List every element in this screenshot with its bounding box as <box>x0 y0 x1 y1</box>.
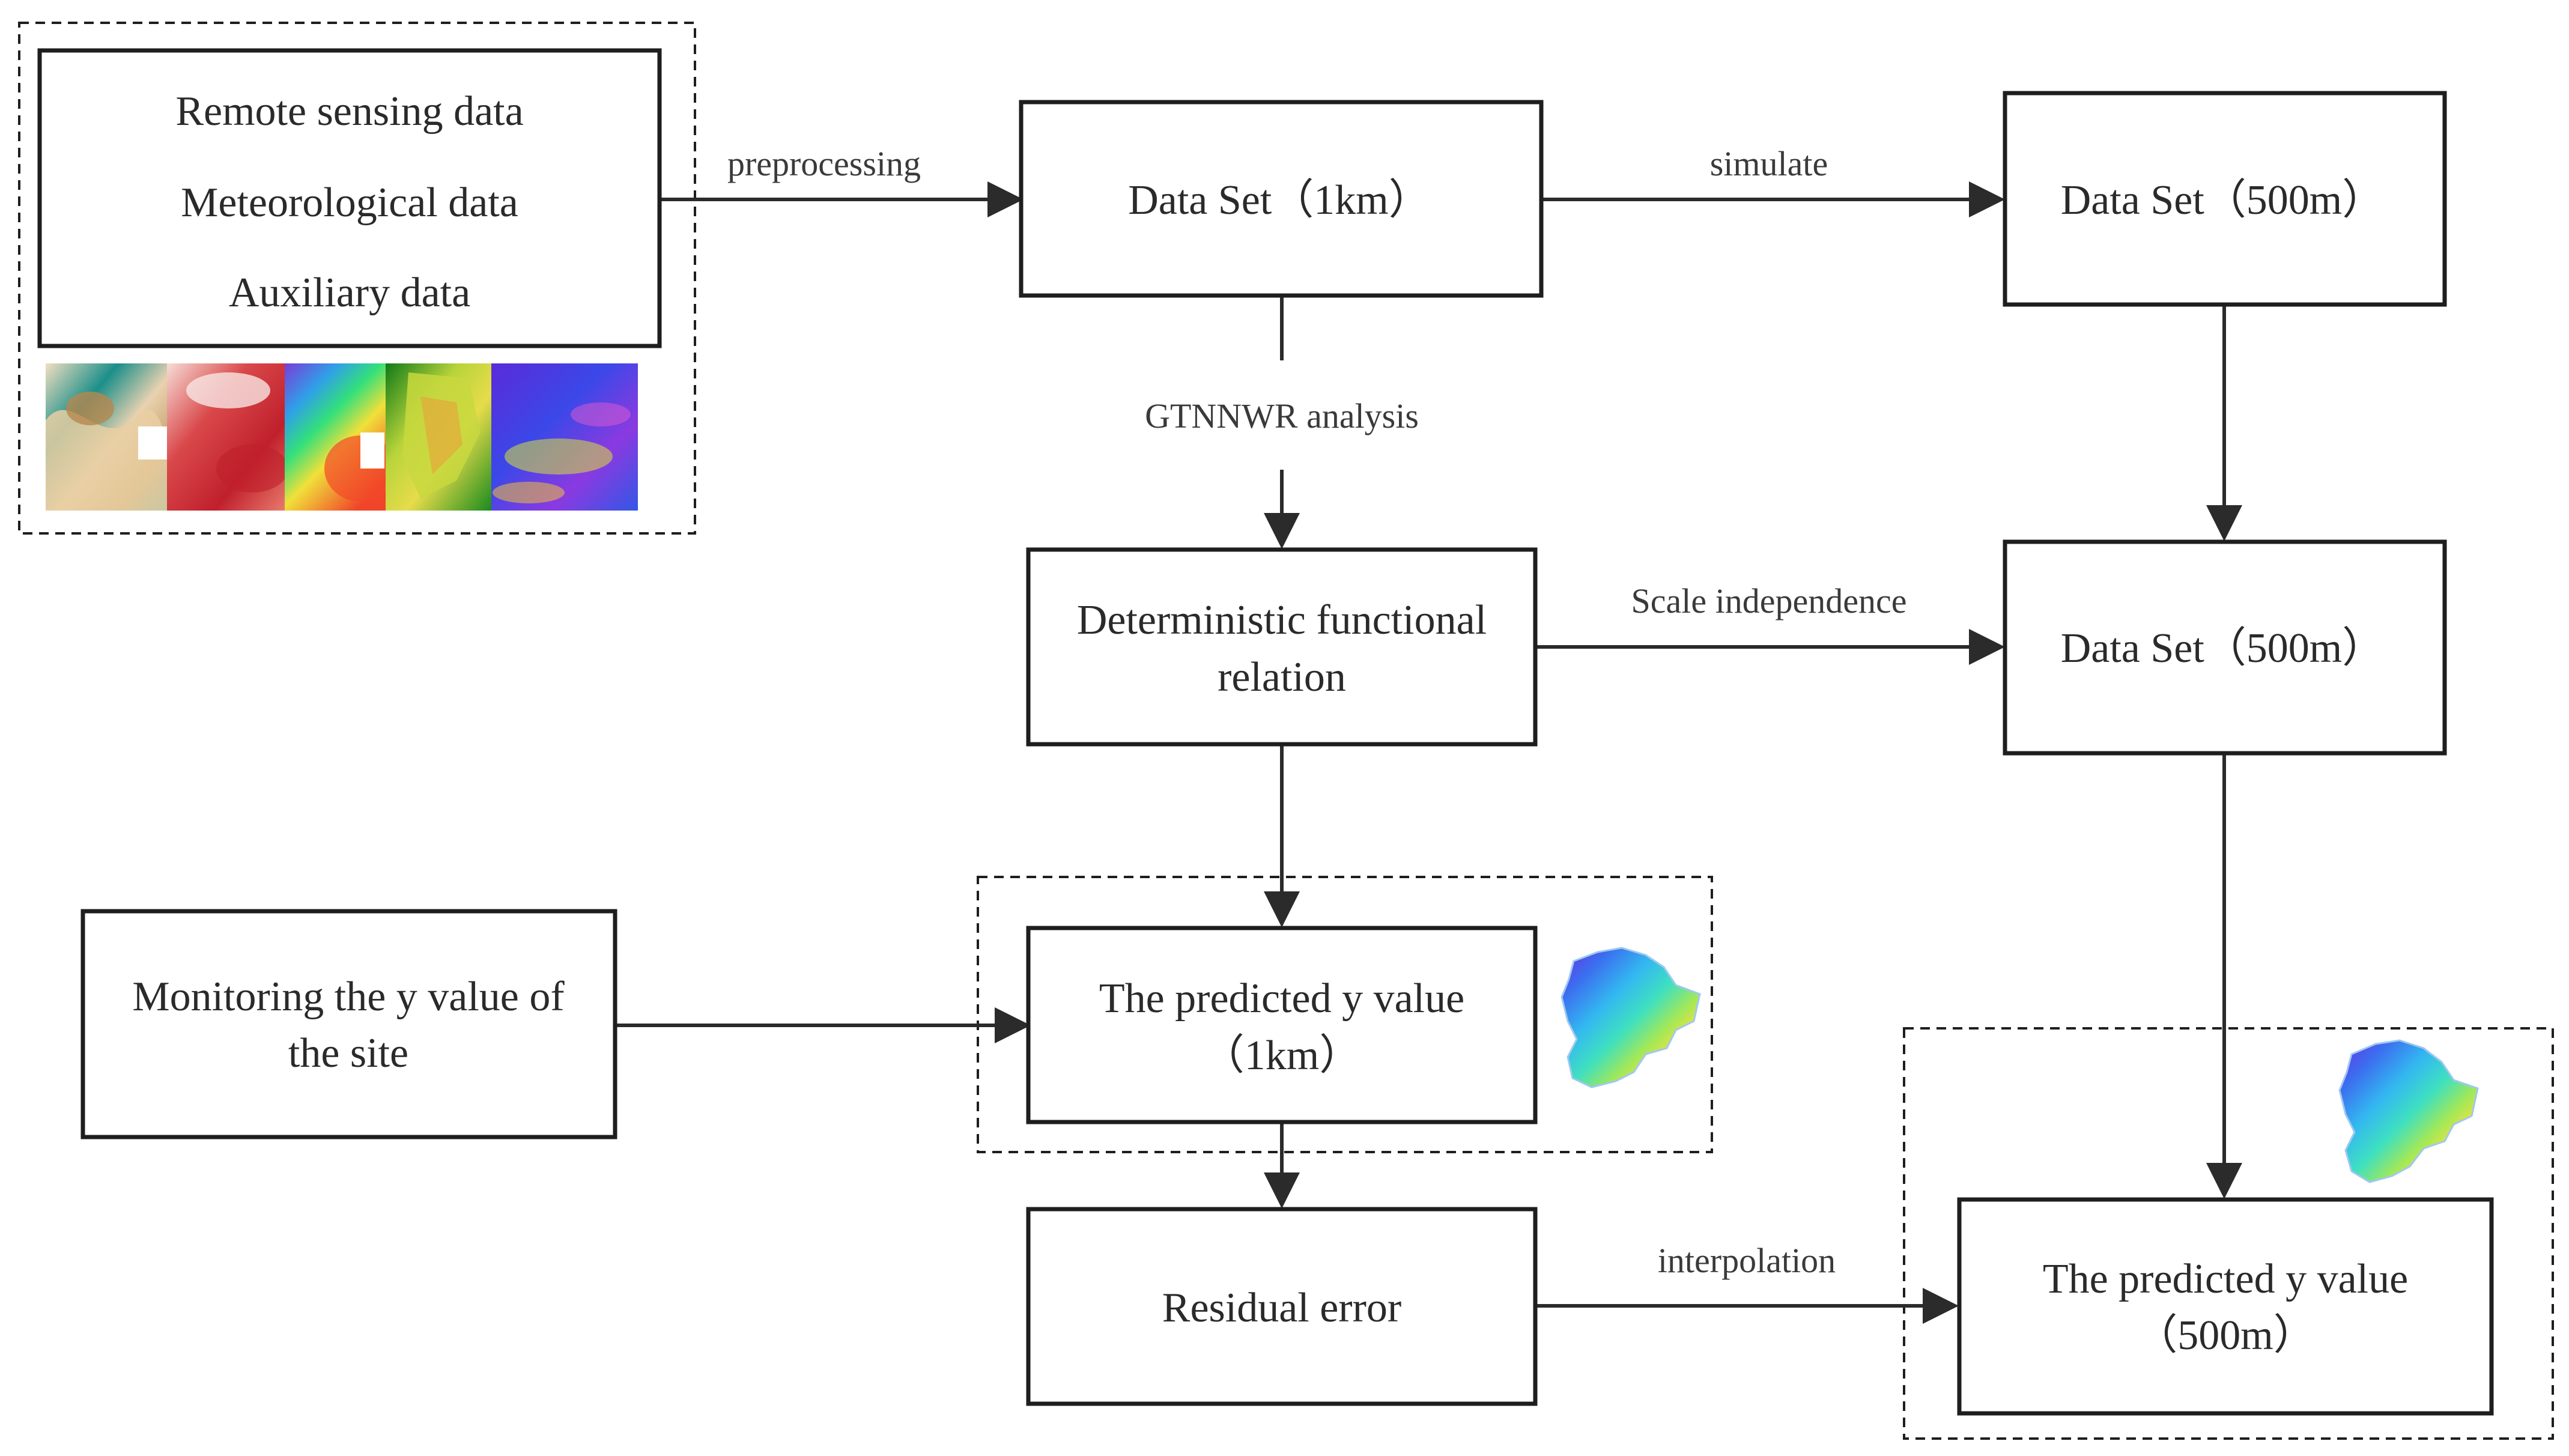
inputs-line-auxiliary: Auxiliary data <box>229 270 470 316</box>
dataset-500m-scale-label: Data Set（500m） <box>2061 625 2385 672</box>
monitoring-line-2: the site <box>288 1030 408 1076</box>
inputs-group-frame <box>18 22 696 535</box>
temperature-thumbnail <box>167 363 288 511</box>
landcover-thumbnail <box>386 363 491 511</box>
monitoring-line-1: Monitoring the y value of <box>132 974 565 1020</box>
deterministic-line-1: Deterministic functional <box>1077 597 1487 643</box>
label-simulate: simulate <box>1710 144 1828 183</box>
dataset-500m-sim-label: Data Set（500m） <box>2061 177 2385 223</box>
rainbow-field-thumbnail <box>285 363 396 511</box>
predicted-1km-box <box>1026 926 1538 1124</box>
label-interpolation: interpolation <box>1658 1241 1836 1280</box>
residual-label: Residual error <box>1162 1285 1401 1331</box>
predicted-1km-line-1: The predicted y value <box>1099 975 1464 1022</box>
dataset-1km-label: Data Set（1km） <box>1128 177 1431 223</box>
predicted-500m-line-1: The predicted y value <box>2043 1256 2408 1302</box>
dataset-500m-scale-box <box>2003 539 2447 756</box>
predicted-500m-box <box>1957 1197 2494 1416</box>
label-scale-independence: Scale independence <box>1631 581 1907 620</box>
dataset-1km-box <box>1019 100 1544 298</box>
predicted-map-500m-icon <box>2338 1039 2479 1183</box>
predicted-map-1km-icon <box>1561 947 1701 1088</box>
predicted-500m-group-frame <box>1903 1027 2554 1440</box>
label-preprocessing: preprocessing <box>727 144 921 183</box>
deterministic-line-2: relation <box>1218 654 1346 700</box>
predicted-1km-line-2: （1km） <box>1203 1033 1361 1079</box>
dataset-500m-sim-box <box>2003 91 2447 307</box>
terrain-thumbnail <box>46 363 167 511</box>
label-gtnnwr: GTNNWR analysis <box>1145 396 1419 435</box>
monitoring-box <box>80 909 617 1139</box>
predicted-500m-line-2: （500m） <box>2135 1312 2315 1359</box>
residual-box <box>1026 1207 1538 1406</box>
inputs-line-meteorological: Meteorological data <box>181 180 518 226</box>
deterministic-box <box>1026 547 1538 747</box>
inputs-line-remote-sensing: Remote sensing data <box>175 88 523 135</box>
cloud-field-thumbnail <box>491 363 638 511</box>
inputs-box <box>37 48 662 348</box>
